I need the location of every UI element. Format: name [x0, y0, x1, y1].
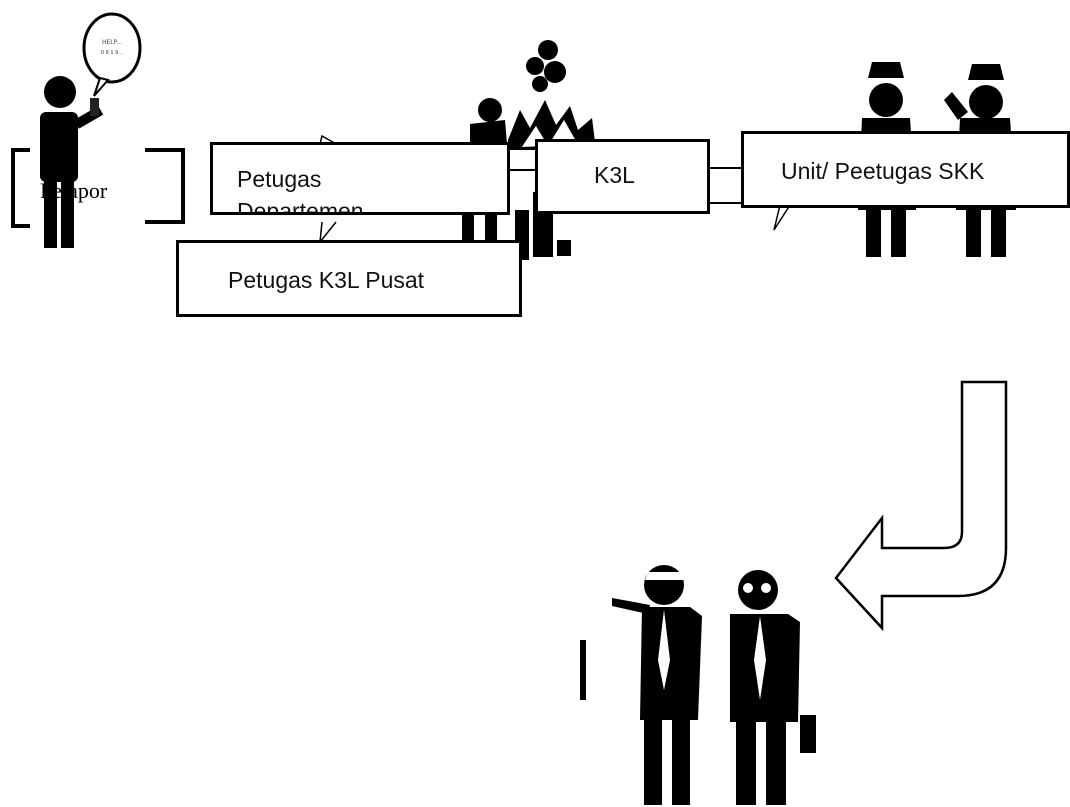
reporter-figure-icon — [40, 76, 104, 248]
reporter-bracket-right — [145, 148, 185, 224]
k3l-box: K3L — [535, 139, 710, 214]
callout-tail-skk — [773, 204, 791, 231]
department-officer-label: Petugas Departemen — [237, 166, 364, 215]
skk-unit-box: Unit/ Peetugas SKK — [741, 131, 1070, 208]
callout-tail-dept-bottom — [319, 221, 337, 245]
central-k3l-officer-label: Petugas K3L Pusat — [228, 267, 425, 293]
department-officer-box: Petugas Departemen — [210, 142, 510, 215]
k3l-label: K3L — [594, 162, 635, 188]
flow-arrow-icon — [834, 380, 1008, 632]
skk-unit-label: Unit/ Peetugas SKK — [781, 158, 985, 184]
businessmen-icon — [580, 565, 816, 805]
svg-text:HELP...: HELP... — [102, 39, 122, 46]
svg-text:0 8 1 9...: 0 8 1 9... — [101, 50, 124, 56]
speech-bubble-icon: HELP... 0 8 1 9... — [82, 12, 142, 97]
central-k3l-officer-box: Petugas K3L Pusat — [176, 240, 522, 317]
reporter-bracket-left — [11, 148, 30, 228]
reporter-label: Pelapor — [40, 178, 108, 203]
